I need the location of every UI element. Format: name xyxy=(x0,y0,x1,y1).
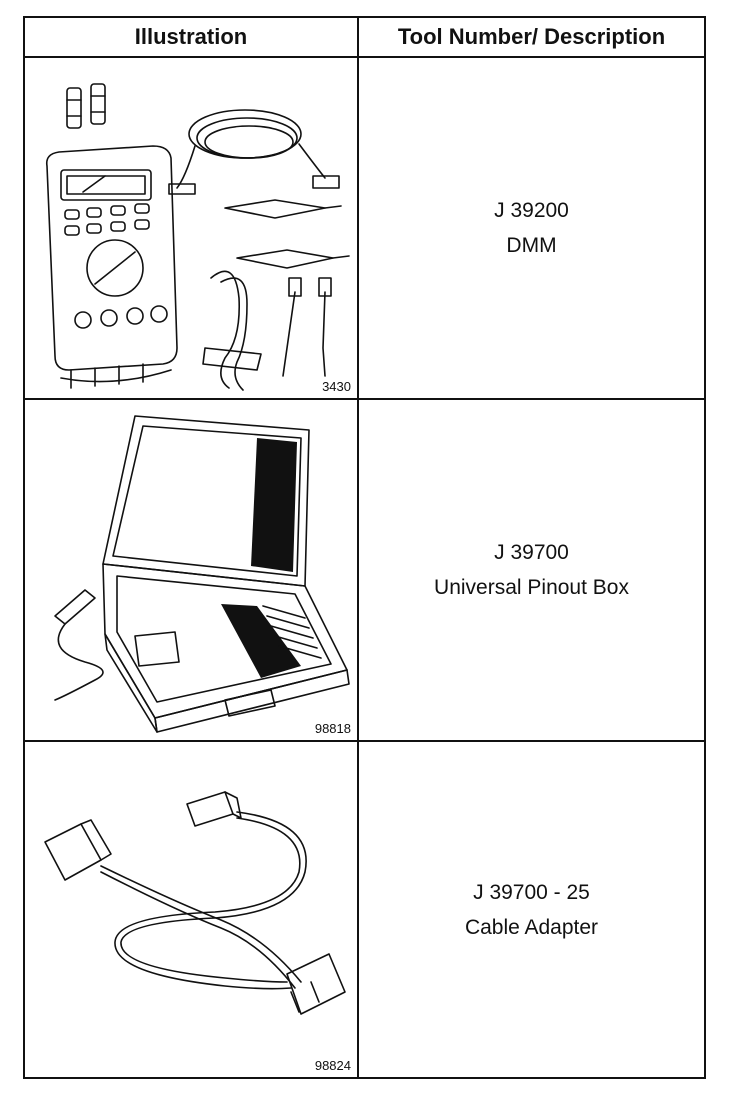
tool-table: Illustration Tool Number/ Description xyxy=(23,16,706,1079)
tool-description: J 39700 Universal Pinout Box xyxy=(359,400,704,740)
illustration-cell: 98824 xyxy=(25,742,359,1077)
header-tool-number-description: Tool Number/ Description xyxy=(359,18,704,58)
table-row: 98818 J 39700 Universal Pinout Box xyxy=(25,400,704,742)
pinout-box-illustration xyxy=(54,415,350,733)
tool-number: J 39700 - 25 xyxy=(473,880,590,904)
tool-name: Universal Pinout Box xyxy=(434,576,629,599)
tool-number: J 39700 xyxy=(494,541,569,564)
table-row: 98824 J 39700 - 25 Cable Adapter xyxy=(25,742,704,1077)
cable-adapter-illustration xyxy=(44,791,346,1015)
tool-name: DMM xyxy=(506,234,557,257)
illustration-cell: 98818 xyxy=(25,400,359,740)
illustration-cell: 3430 xyxy=(25,58,359,398)
tool-description: J 39200 DMM xyxy=(359,58,704,398)
multimeter-kit-illustration xyxy=(45,83,350,391)
tool-description: J 39700 - 25 Cable Adapter xyxy=(359,742,704,1077)
figure-number: 3430 xyxy=(322,379,351,394)
tool-name: Cable Adapter xyxy=(464,915,599,939)
figure-number: 98818 xyxy=(314,721,351,736)
figure-number: 98824 xyxy=(314,1058,351,1073)
tool-number: J 39200 xyxy=(494,199,569,222)
header-illustration: Illustration xyxy=(25,18,359,58)
table-row: 3430 J 39200 DMM xyxy=(25,58,704,400)
